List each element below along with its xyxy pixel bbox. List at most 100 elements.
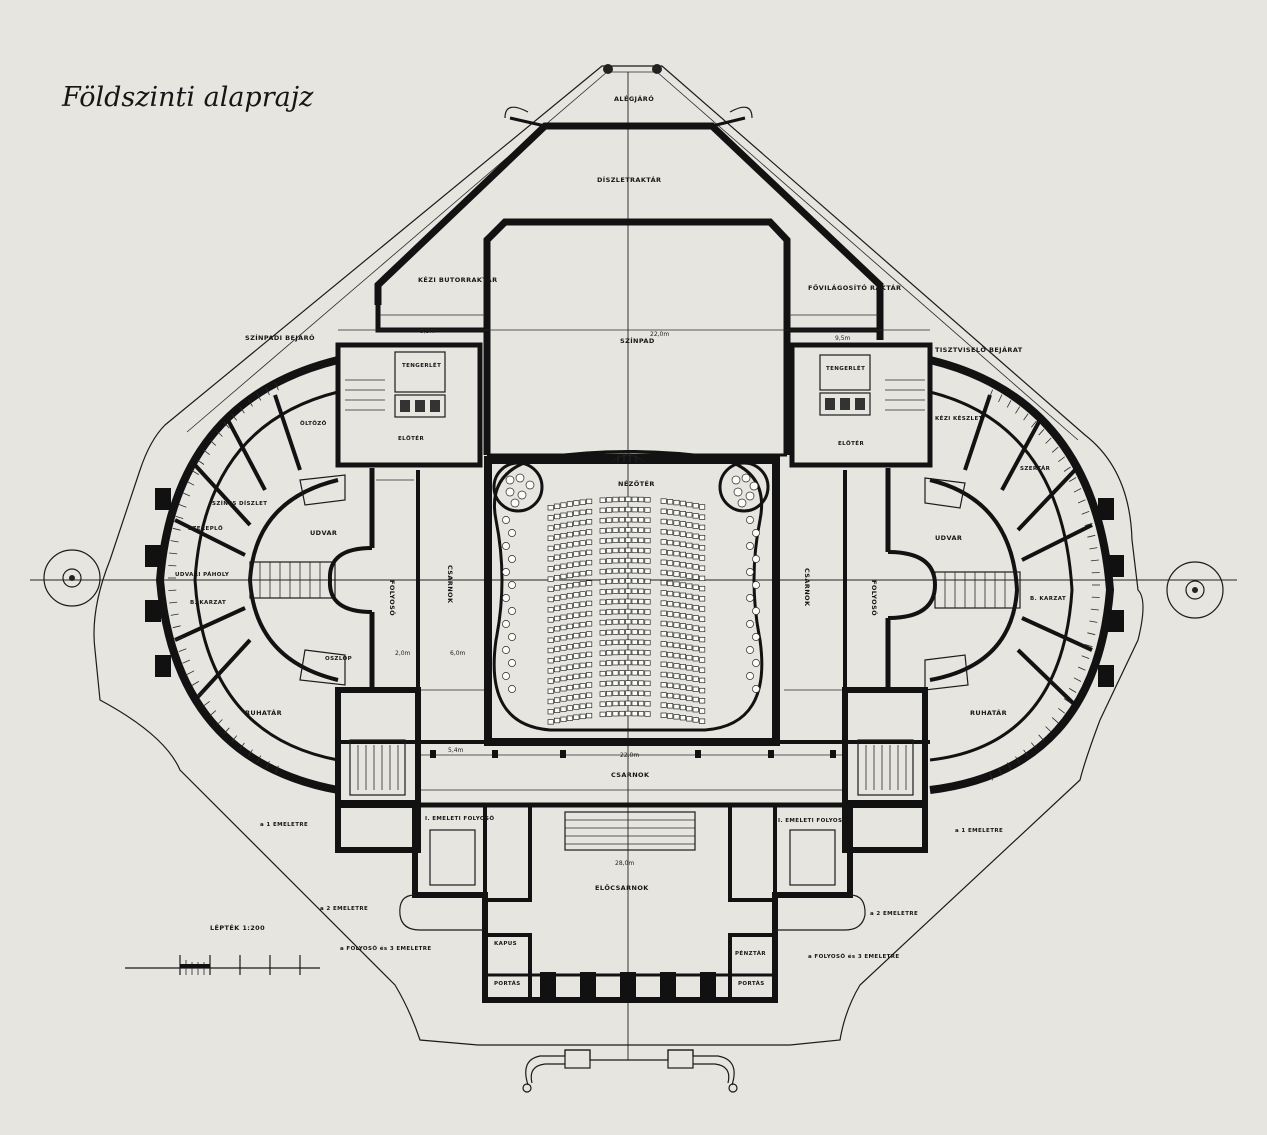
label-kapus: KAPUS xyxy=(494,941,517,947)
auditorium-seat xyxy=(566,603,573,609)
label-emeletre-1l: a 1 EMELETRE xyxy=(260,822,308,828)
auditorium-seat xyxy=(644,558,651,564)
label-csarnok-left: CSARNOK xyxy=(446,565,454,604)
auditorium-seat xyxy=(699,504,706,510)
auditorium-seat xyxy=(606,497,613,503)
auditorium-seat xyxy=(667,713,674,719)
label-folyo-3l: a FOLYOSÓ és 3 EMELETRE xyxy=(340,945,432,952)
auditorium-seat xyxy=(554,585,561,591)
window-tick xyxy=(216,719,223,726)
auditorium-seat xyxy=(579,530,586,536)
auditorium-seat xyxy=(692,584,699,590)
auditorium-seat xyxy=(599,558,606,565)
auditorium-seat xyxy=(606,711,613,717)
auditorium-seat xyxy=(673,510,680,516)
auditorium-seat xyxy=(660,692,667,698)
auditorium-seat xyxy=(579,509,586,516)
auditorium-seat xyxy=(679,602,686,609)
box-seat xyxy=(752,607,760,615)
auditorium-seat xyxy=(579,550,586,556)
auditorium-seat xyxy=(625,517,632,523)
window-tick xyxy=(1015,406,1021,414)
auditorium-seat xyxy=(560,584,567,590)
auditorium-seat xyxy=(612,507,619,513)
box-seat xyxy=(502,568,510,576)
auditorium-seat xyxy=(667,601,674,607)
label-emeletre-2l: a 2 EMELETRE xyxy=(320,906,368,912)
auditorium-seat xyxy=(618,608,625,615)
window-tick xyxy=(1023,749,1029,757)
side-seat-rows xyxy=(502,516,760,693)
window-tick xyxy=(998,767,1003,776)
auditorium-seat xyxy=(612,537,619,543)
window-tick xyxy=(1068,477,1077,482)
auditorium-seat xyxy=(692,676,699,682)
auditorium-seat xyxy=(573,500,580,506)
auditorium-seat xyxy=(599,619,606,626)
auditorium-seat xyxy=(631,568,638,574)
auditorium-seat xyxy=(660,620,667,627)
auditorium-seat xyxy=(679,613,686,619)
auditorium-seat xyxy=(625,578,632,584)
auditorium-seat xyxy=(554,554,561,560)
window-tick xyxy=(1038,734,1045,742)
box-seat xyxy=(502,620,510,628)
stage-house-outer-wall xyxy=(374,122,884,340)
auditorium-seat xyxy=(606,527,613,534)
label-udvar-right: UDVAR xyxy=(935,534,962,542)
auditorium-seat xyxy=(560,573,567,580)
auditorium-seat xyxy=(599,538,606,544)
auditorium-seat xyxy=(638,537,645,543)
box-seat xyxy=(508,685,516,693)
auditorium-seat xyxy=(692,666,699,672)
window-tick xyxy=(231,735,238,743)
auditorium-seat xyxy=(631,710,638,717)
auditorium-seat xyxy=(673,591,680,598)
auditorium-seat xyxy=(631,619,638,625)
auditorium-seat xyxy=(625,710,632,717)
auditorium-seat xyxy=(573,510,580,516)
dim-5m: 5,4m xyxy=(448,747,464,754)
window-tick xyxy=(1087,534,1096,538)
dim-6m: 6,0m xyxy=(450,650,466,657)
dim-22m: 22,0m xyxy=(620,752,639,759)
auditorium-seat xyxy=(679,592,686,598)
auditorium-seat xyxy=(599,711,606,718)
window-tick xyxy=(1015,756,1021,764)
window-tick xyxy=(1006,400,1012,408)
auditorium-seat xyxy=(686,603,693,610)
box-seat xyxy=(752,581,760,589)
auditorium-seat xyxy=(699,616,706,622)
window-tick xyxy=(203,700,210,707)
auditorium-seat xyxy=(660,641,667,647)
window-tick xyxy=(223,421,230,429)
auditorium-seat xyxy=(573,592,580,598)
auditorium-seat xyxy=(692,594,699,601)
auditorium-seat xyxy=(625,629,632,635)
auditorium-seat xyxy=(586,692,593,698)
auditorium-seat xyxy=(554,636,561,642)
auditorium-seat xyxy=(667,692,674,699)
auditorium-seat xyxy=(692,686,699,692)
auditorium-seat xyxy=(667,519,674,525)
auditorium-seat xyxy=(554,595,561,601)
auditorium-seat xyxy=(679,562,686,568)
auditorium-seat xyxy=(599,691,606,697)
auditorium-seat xyxy=(660,712,667,718)
auditorium-seat xyxy=(679,684,686,690)
auditorium-seat xyxy=(560,512,567,518)
label-folyoso-left: FOLYOSÓ xyxy=(388,580,397,616)
window-tick xyxy=(169,601,178,604)
auditorium-seat xyxy=(554,687,561,693)
label-eloter-left: ELŐTÉR xyxy=(398,434,424,442)
auditorium-seat xyxy=(631,639,638,645)
auditorium-seat xyxy=(566,572,573,579)
auditorium-seat xyxy=(625,690,632,696)
box-seat xyxy=(508,581,516,589)
auditorium-seat xyxy=(638,547,645,554)
box-seat xyxy=(502,516,510,524)
auditorium-seat xyxy=(660,610,667,616)
auditorium-seat xyxy=(631,629,638,635)
auditorium-seat xyxy=(547,525,554,531)
